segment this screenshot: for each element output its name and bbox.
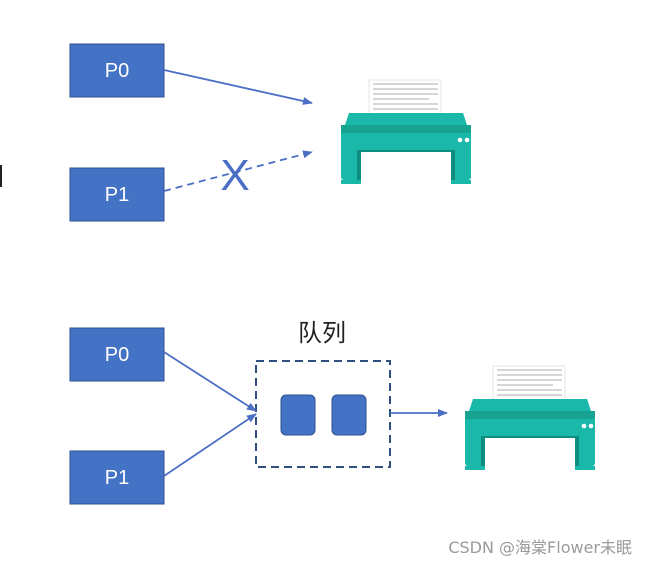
queue-item <box>280 394 316 436</box>
printer-icon <box>464 365 596 473</box>
process-box-p1-bottom: P1 <box>69 450 165 505</box>
process-label-p0-top: P0 <box>105 60 129 82</box>
edge-mark <box>0 165 2 187</box>
queue-box <box>255 360 391 468</box>
blocked-mark: X <box>220 151 249 200</box>
watermark-text: CSDN @海棠Flower未眠 <box>448 538 632 557</box>
process-label-p1-top: P1 <box>105 184 129 206</box>
blocked-arrow-p1-to-printer <box>163 150 313 192</box>
bottom-scene: P0 P1 队列 <box>69 319 596 505</box>
arrow-p1-to-queue <box>163 413 257 477</box>
process-box-p0-top: P0 <box>69 43 165 98</box>
process-label-p0-bottom: P0 <box>105 344 129 366</box>
process-label-p1-bottom: P1 <box>105 467 129 489</box>
process-box-p1-top: P1 <box>69 167 165 222</box>
arrow-p0-to-printer <box>163 69 313 105</box>
queue-item <box>331 394 367 436</box>
process-box-p0-bottom: P0 <box>69 327 165 382</box>
arrow-p0-to-queue <box>163 351 257 412</box>
top-scene: P0 P1 X <box>69 43 472 222</box>
queue-label: 队列 <box>298 319 346 347</box>
printer-icon <box>340 79 472 187</box>
